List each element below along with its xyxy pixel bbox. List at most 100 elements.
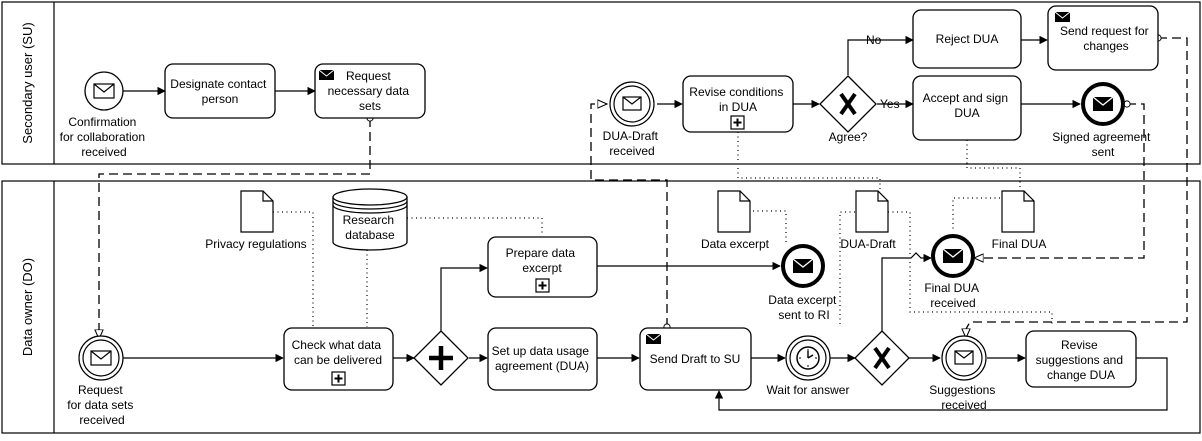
- task-label: Send request for: [1060, 24, 1149, 38]
- start-event-request-received: Request for data sets received: [67, 335, 136, 427]
- envelope-filled-icon: [942, 248, 964, 263]
- event-label: Request: [78, 383, 123, 397]
- task-label: change DUA: [1047, 368, 1115, 382]
- envelope-filled-icon: [1092, 96, 1114, 111]
- collapsed-subprocess-icon: [730, 115, 745, 130]
- data-associations: [273, 132, 1053, 327]
- event-label: received: [79, 413, 124, 427]
- event-dua-draft-received: DUA-Draft received: [603, 81, 662, 158]
- svg-text:Signed agreement sent: Signed agreement sent: [1052, 130, 1153, 159]
- task-label: Designate contact: [170, 77, 267, 91]
- subprocess-prepare-excerpt: Prepare data excerpt: [487, 236, 598, 298]
- task-reject-dua: Reject DUA: [912, 9, 1022, 69]
- task-revise-suggestions: Revise suggestions and change DUA: [1025, 330, 1137, 388]
- event-label: Signed agreement: [1052, 130, 1151, 144]
- task-label: excerpt: [522, 261, 562, 275]
- flow-label-yes: Yes: [880, 97, 900, 111]
- svg-text:Designate contact person: Designate contact person: [170, 77, 269, 106]
- event-label: Wait for answer: [767, 383, 850, 397]
- sequence-flows-do: [123, 252, 1168, 411]
- end-event-final-dua-received: Final DUA received: [924, 234, 981, 310]
- svg-text:Check what data can be d: Check what data can be delivered: [292, 338, 385, 367]
- svg-text:Research database: Research database: [343, 213, 398, 242]
- task-send-request-changes: Send request for changes: [1047, 5, 1159, 71]
- task-designate-contact: Designate contact person: [164, 63, 276, 119]
- task-label: suggestions and: [1036, 353, 1123, 367]
- data-object-label: Data excerpt: [701, 237, 770, 251]
- envelope-icon: [90, 350, 112, 366]
- envelope-filled-icon: [792, 258, 814, 273]
- svg-text:Confirmation for collabo: Confirmation for collaboration received: [60, 115, 149, 159]
- end-event-signed-agreement: Signed agreement sent: [1052, 82, 1153, 159]
- data-store-label: Research: [343, 213, 394, 227]
- task-label: sets: [359, 99, 381, 113]
- task-send-draft: Send Draft to SU: [639, 327, 752, 391]
- event-label: Data excerpt: [768, 293, 837, 307]
- end-event-excerpt-sent: Data excerpt sent to RI: [768, 244, 839, 322]
- data-object-label: Privacy regulations: [205, 237, 306, 251]
- message-flows: [99, 38, 1188, 339]
- event-label: received: [941, 398, 986, 412]
- task-label: person: [202, 92, 239, 106]
- task-label: can be delivered: [294, 353, 382, 367]
- gateway-parallel: [413, 330, 469, 386]
- start-event-label: received: [81, 145, 126, 159]
- task-request-data-sets: Request necessary data sets: [314, 63, 426, 119]
- envelope-icon: [954, 350, 974, 365]
- event-label: sent to RI: [778, 308, 829, 322]
- svg-text:Revise conditions in DUA: Revise conditions in DUA: [689, 85, 786, 114]
- task-label: Accept and sign: [923, 91, 1008, 105]
- data-object-label: Final DUA: [992, 237, 1047, 251]
- task-label: DUA: [954, 106, 979, 120]
- gateway-agree: Agree? No Yes: [819, 33, 900, 144]
- task-label: Reject DUA: [936, 32, 999, 46]
- svg-text:Request necessary data: Request necessary data sets: [328, 69, 413, 113]
- svg-text:Send request for changes: Send request for changes: [1060, 24, 1152, 53]
- svg-text:Data excerpt sent to RI: Data excerpt sent to RI: [768, 293, 839, 322]
- start-event-label: for collaboration: [60, 130, 145, 144]
- send-envelope-icon: [645, 333, 662, 344]
- start-event-label: Confirmation: [68, 115, 136, 129]
- task-label: Revise conditions: [689, 85, 783, 99]
- event-label: for data sets: [67, 398, 133, 412]
- data-object-label: DUA-Draft: [840, 237, 896, 251]
- timer-event-wait: Wait for answer: [767, 335, 850, 397]
- task-label: Check what data: [292, 338, 382, 352]
- svg-text:Suggestions received: Suggestions received: [929, 383, 998, 412]
- event-label: DUA-Draft: [603, 129, 659, 143]
- task-accept-sign: Accept and sign DUA: [912, 75, 1022, 141]
- task-label: Set up data usage: [492, 344, 590, 358]
- task-label: in DUA: [719, 100, 757, 114]
- subprocess-check-data: Check what data can be delivered: [283, 327, 394, 391]
- collapsed-subprocess-icon: [331, 371, 346, 386]
- svg-text:DUA-Draft received: DUA-Draft received: [603, 129, 662, 158]
- lane-label-do: Data owner (DO): [20, 258, 35, 356]
- event-label: sent: [1092, 145, 1115, 159]
- svg-text:Accept and sign DUA: Accept and sign DUA: [923, 91, 1012, 120]
- task-label: Send Draft to SU: [650, 352, 741, 366]
- subprocess-revise-conditions: Revise conditions in DUA: [682, 75, 794, 133]
- x-icon: [873, 346, 891, 370]
- svg-text:Request for data sets: Request for data sets received: [67, 383, 136, 427]
- event-suggestions-received: Suggestions received: [929, 335, 998, 412]
- event-label: Suggestions: [929, 383, 995, 397]
- data-store-research-database: Research database: [332, 188, 408, 251]
- data-store-label: database: [345, 228, 395, 242]
- plus-icon: [429, 346, 453, 370]
- task-label: Revise: [1061, 338, 1098, 352]
- task-label: agreement (DUA): [495, 359, 589, 373]
- data-object-privacy-regulations: Privacy regulations: [205, 190, 307, 251]
- envelope-icon: [93, 83, 115, 99]
- envelope-icon: [622, 96, 642, 111]
- send-envelope-icon: [318, 69, 335, 80]
- flow-label-no: No: [866, 33, 882, 47]
- x-icon: [839, 92, 857, 116]
- gateway-label: Agree?: [829, 130, 868, 144]
- svg-text:Final DUA received: Final DUA received: [924, 281, 981, 310]
- send-envelope-icon: [1054, 11, 1071, 22]
- task-label: changes: [1083, 39, 1128, 53]
- svg-text:Set up data usage agreem: Set up data usage agreement (DUA): [492, 344, 593, 373]
- lane-label-su: Secondary user (SU): [20, 22, 35, 143]
- collapsed-subprocess-icon: [535, 278, 550, 293]
